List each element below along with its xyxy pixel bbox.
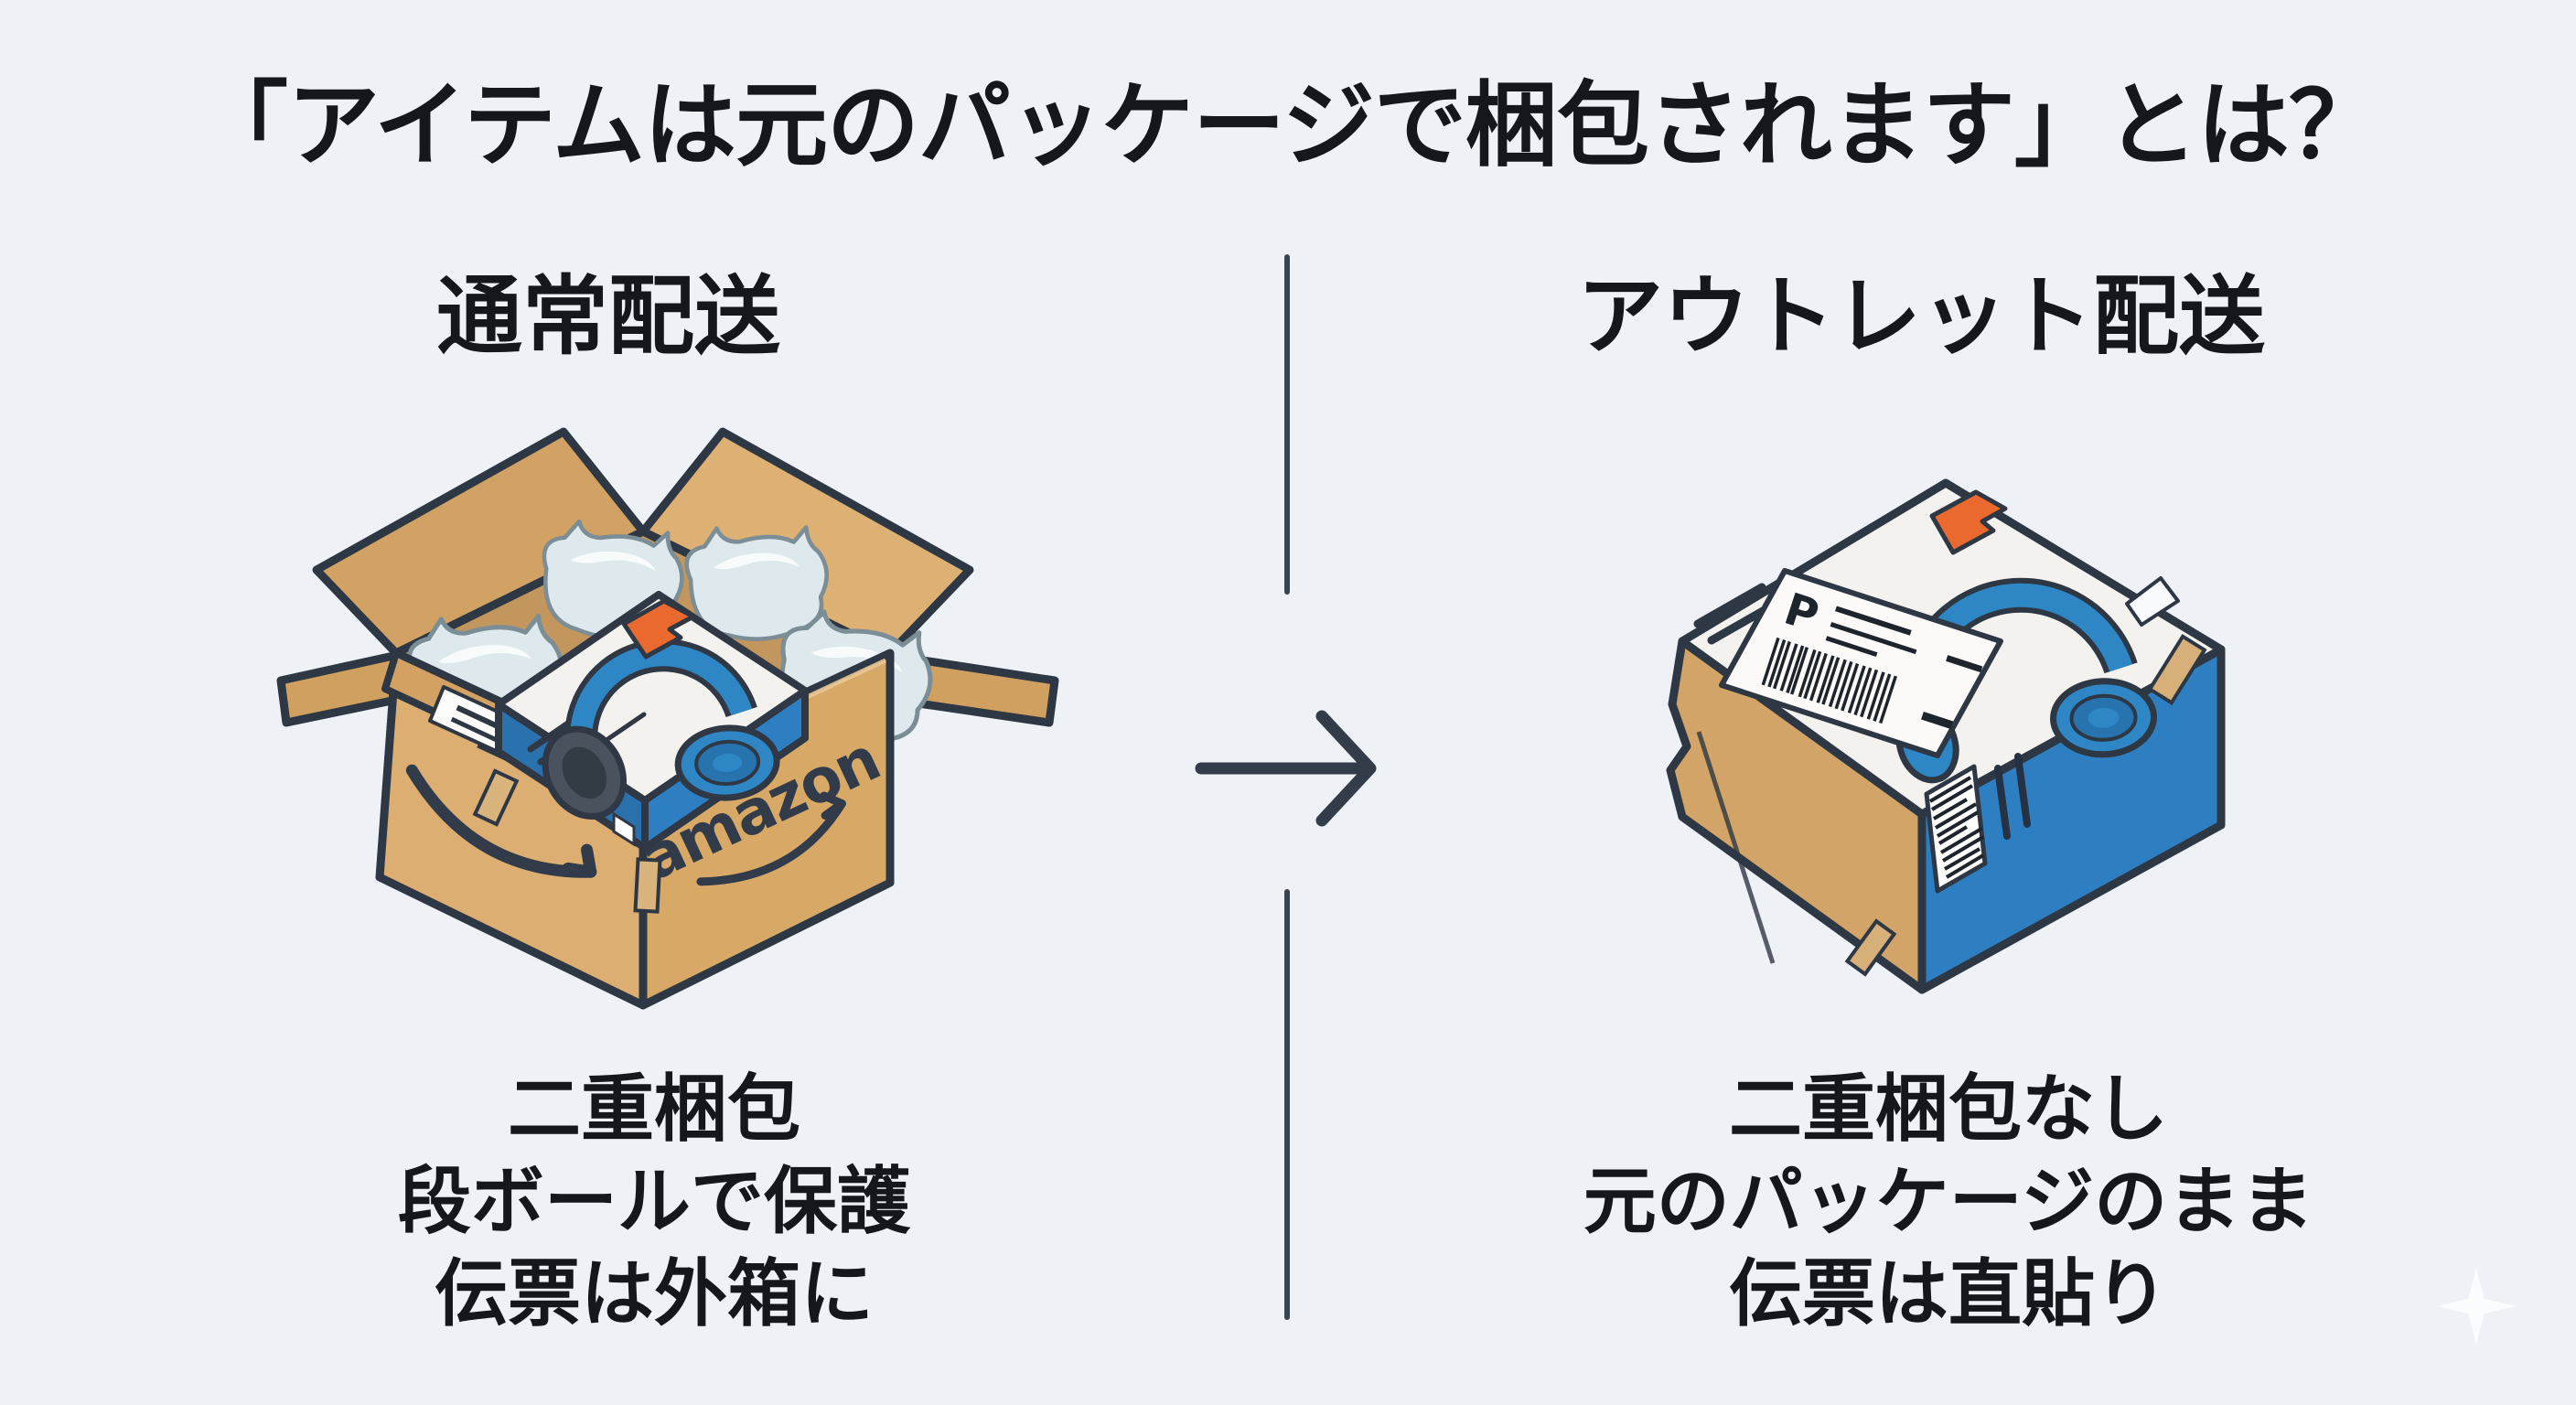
caption-line: 二重梱包 <box>508 1067 800 1152</box>
side-barcode <box>1924 764 1988 894</box>
left-caption: 二重梱包 段ボールで保護 伝票は外箱に <box>151 1063 1157 1340</box>
divider-line-top <box>1284 254 1290 595</box>
tape-piece <box>2147 633 2207 706</box>
caption-line: 伝票は外箱に <box>435 1251 874 1336</box>
tape-piece <box>1844 918 1897 977</box>
caption-line: 段ボールで保護 <box>398 1159 910 1244</box>
torn-paper-bit <box>2125 576 2180 627</box>
tape-piece <box>633 857 662 914</box>
tape-piece <box>472 768 520 827</box>
caption-line: 元のパッケージのまま <box>1583 1159 2314 1244</box>
orange-ribbon-icon <box>621 598 696 660</box>
right-caption: 二重梱包なし 元のパッケージのまま 伝票は直貼り <box>1445 1063 2452 1340</box>
right-section-heading: アウトレット配送 <box>1576 267 2265 367</box>
crease-line <box>1696 731 1776 964</box>
left-section-heading: 通常配送 <box>435 267 780 367</box>
direct-shipping-label: P <box>1719 568 2003 758</box>
amazon-smile-icon <box>405 764 597 878</box>
normal-shipping-illustration: amazon <box>276 427 1059 1010</box>
caption-line: 伝票は直貼り <box>1729 1251 2168 1336</box>
divider-line-bottom <box>1284 889 1290 1320</box>
arrow-right-icon <box>1195 710 1377 827</box>
caption-line: 二重梱包なし <box>1729 1067 2168 1152</box>
outlet-shipping-illustration: P <box>1666 478 2226 994</box>
headphones-graphic <box>542 638 780 820</box>
mini-label <box>612 811 636 847</box>
orange-ribbon-icon <box>1929 489 2008 555</box>
page-title: 「アイテムは元のパッケージで梱包されます」とは？ <box>196 71 2381 179</box>
speed-lines <box>1994 753 2031 840</box>
